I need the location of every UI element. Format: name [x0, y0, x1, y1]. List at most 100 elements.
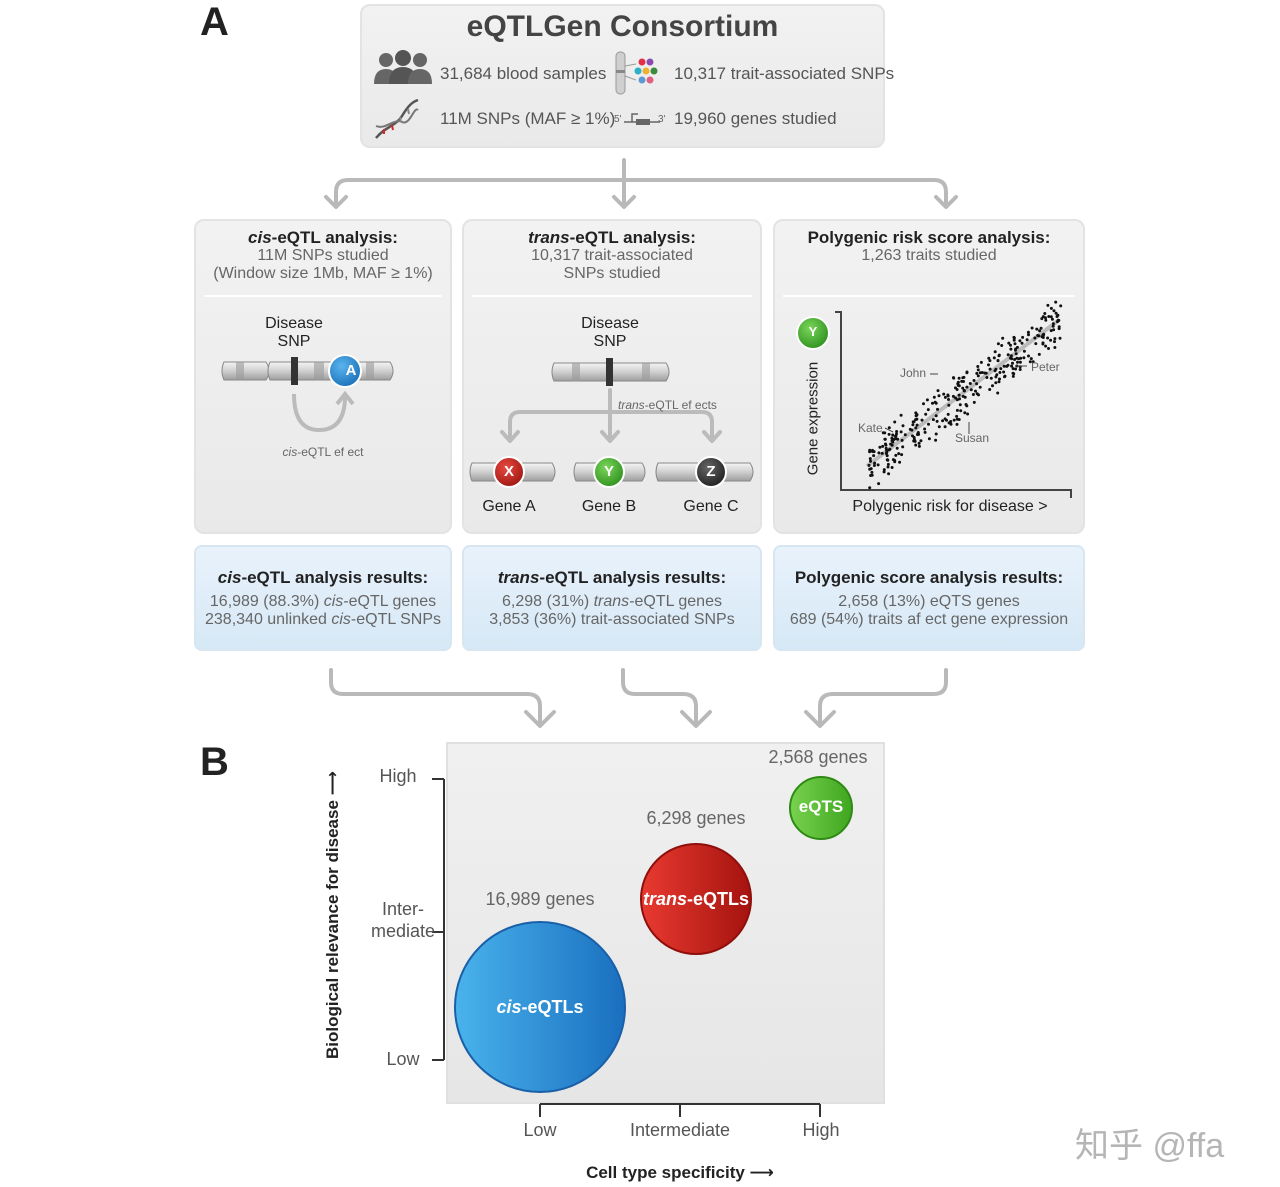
scatter-dot — [1034, 342, 1038, 346]
scatter-dot — [910, 428, 914, 432]
scatter-dot — [895, 432, 898, 436]
scatter-dot — [931, 401, 934, 405]
scatter-dot — [1057, 325, 1061, 329]
consortium-title: eQTLGen Consortium — [466, 10, 779, 43]
scatter-dot — [988, 388, 992, 391]
scatter-dot — [869, 467, 873, 471]
scatter-dot — [1052, 328, 1056, 332]
scatter-dot — [872, 454, 876, 458]
scatter-dot — [890, 466, 894, 469]
scatter-dot — [942, 392, 946, 396]
cis-effect-label: cis-eQTL ef ect — [282, 445, 364, 459]
scatter-dot — [912, 420, 916, 424]
scatter-dot — [963, 395, 967, 399]
scatter-dot — [901, 424, 905, 428]
scatter-dot — [870, 473, 874, 477]
scatter-dot — [899, 430, 903, 434]
scatter-dot — [957, 384, 961, 388]
scatter-dot — [1051, 324, 1055, 328]
scatter-dot — [996, 359, 1000, 363]
trans-results-title: trans-eQTL analysis results: — [497, 568, 727, 587]
gene-icon — [624, 113, 660, 125]
scatter-dot — [998, 377, 1001, 381]
scatter-dot — [878, 445, 882, 449]
scatter-dot — [955, 414, 959, 418]
scatter-dot — [966, 412, 970, 416]
cis-analysis-sub1: 11M SNPs studied — [257, 247, 389, 264]
scatter-dot — [943, 425, 947, 429]
scatter-dot — [932, 395, 936, 399]
scatter-dot — [1018, 339, 1022, 343]
scatter-dot — [885, 450, 889, 454]
trans-diagram — [469, 358, 754, 488]
cis-results-title: cis-eQTL analysis results: — [217, 568, 429, 587]
x-tick-low: Low — [523, 1120, 557, 1140]
scatter-dot — [882, 470, 886, 474]
scatter-dot — [976, 365, 980, 368]
scatter-dot — [978, 385, 982, 389]
gene-b-label: Gene B — [581, 498, 637, 515]
chromosome-snps-icon — [615, 51, 658, 95]
scatter-dot — [965, 404, 969, 408]
scatter-dot — [968, 382, 972, 385]
scatter-dot — [895, 446, 899, 450]
prs-name-john: John — [900, 366, 927, 380]
scatter-dot — [1054, 300, 1058, 304]
scatter-dot — [1014, 352, 1018, 356]
scatter-dot — [914, 426, 918, 430]
trans-disease-label: Disease — [581, 315, 639, 332]
scatter-dot — [975, 382, 979, 386]
scatter-dot — [994, 381, 998, 385]
scatter-dot — [876, 463, 880, 467]
scatter-dot — [1022, 349, 1026, 353]
scatter-dot — [1013, 358, 1017, 361]
scatter-dot — [958, 397, 961, 401]
snps-stat: 11M SNPs (MAF ≥ 1%) — [440, 109, 616, 128]
cis-snp-label: SNP — [277, 333, 311, 350]
scatter-dot — [996, 391, 1000, 395]
scatter-dot — [1035, 327, 1039, 331]
cis-gene-a-badge: A — [345, 362, 357, 379]
prs-analysis-sub1: 1,263 traits studied — [861, 247, 997, 264]
scatter-dot — [965, 371, 969, 375]
scatter-dot — [1033, 336, 1037, 340]
scatter-dot — [897, 452, 901, 456]
eqts-bubble-count: 2,568 genes — [768, 747, 868, 767]
scatter-dot — [926, 408, 930, 412]
trans-results-line1: 6,298 (31%) trans-eQTL genes — [502, 593, 722, 610]
scatter-dot — [900, 438, 904, 442]
scatter-dot — [955, 417, 959, 421]
panel-b-letter: B — [200, 740, 229, 784]
scatter-dot — [915, 413, 919, 417]
scatter-dot — [1041, 315, 1045, 319]
x-tick-intermediate: Intermediate — [629, 1120, 731, 1140]
scatter-dot — [958, 403, 962, 407]
scatter-dot — [922, 402, 925, 406]
scatter-dot — [869, 459, 872, 463]
scatter-dot — [987, 356, 991, 360]
scatter-dot — [885, 454, 889, 458]
scatter-dot — [887, 432, 891, 436]
scatter-dot — [1049, 315, 1053, 319]
scatter-dot — [993, 369, 997, 373]
trans-effect-label: trans-eQTL ef ects — [618, 398, 717, 412]
scatter-dot — [915, 433, 919, 436]
gene-c-label: Gene C — [683, 498, 739, 515]
prs-results-box: Polygenic score analysis results: 2,658 … — [773, 545, 1085, 651]
scatter-dot — [1051, 322, 1055, 326]
scatter-dot — [925, 398, 929, 402]
scatter-dot — [1037, 352, 1041, 356]
scatter-dot — [1007, 341, 1011, 345]
scatter-dot — [893, 459, 897, 462]
scatter-dot — [1006, 353, 1010, 357]
scatter-dot — [934, 432, 938, 436]
cis-results-line1: 16,989 (88.3%) cis-eQTL genes — [209, 593, 437, 610]
scatter-dot — [960, 379, 964, 383]
scatter-dot — [893, 420, 897, 424]
scatter-dot — [1031, 360, 1035, 364]
scatter-dot — [972, 379, 976, 382]
dna-icon — [375, 98, 419, 139]
scatter-dot — [962, 389, 966, 393]
scatter-dot — [1013, 342, 1017, 346]
scatter-dot — [937, 394, 941, 398]
